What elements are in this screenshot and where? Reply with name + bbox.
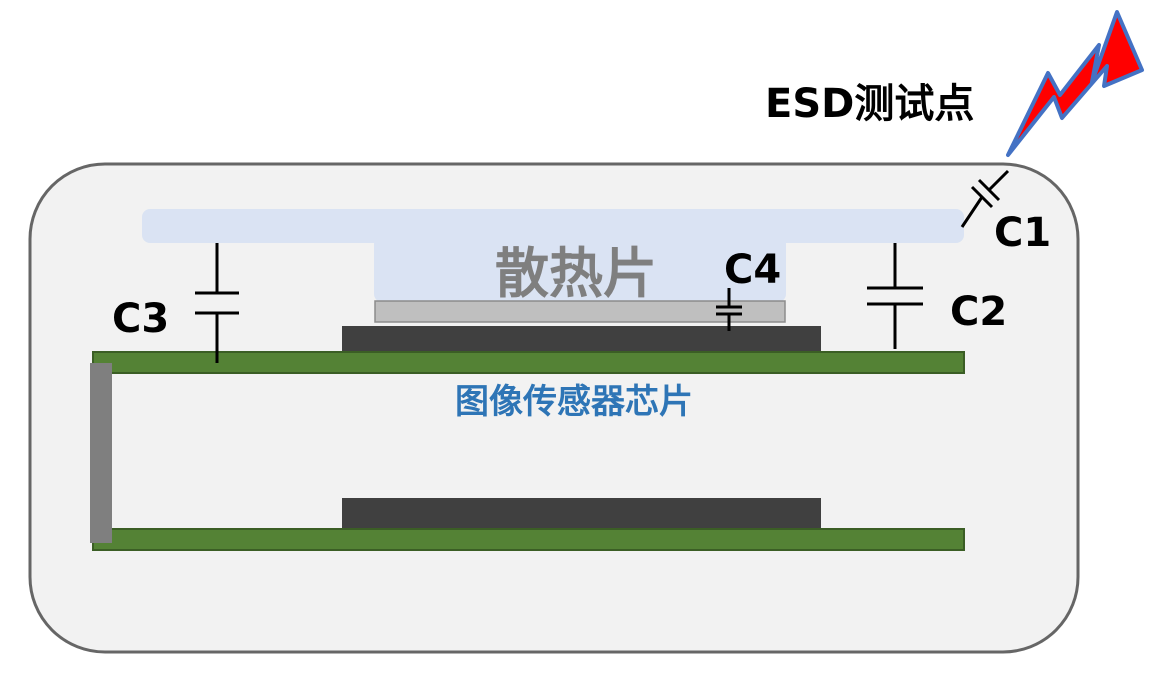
c4-label: C4 <box>724 247 781 293</box>
c1-label: C1 <box>994 210 1051 256</box>
thermal-pad <box>374 300 786 323</box>
image-sensor-chip-block <box>342 326 821 352</box>
heat-sink-boss <box>374 236 786 302</box>
c2-label: C2 <box>950 289 1007 335</box>
image-sensor-chip-label: 图像传感器芯片 <box>455 382 693 422</box>
esd-point-label: ESD测试点 <box>765 81 974 127</box>
capacitor-c2-icon <box>867 243 923 349</box>
capacitor-c3-icon <box>195 243 239 363</box>
heat-sink-label: 散热片 <box>495 242 657 305</box>
side-connector <box>90 363 112 543</box>
lightning-bolt-icon <box>1006 10 1144 157</box>
top-pcb <box>92 351 965 374</box>
bottom-chip-block <box>342 498 821 528</box>
capacitor-c1-icon <box>960 169 1010 228</box>
c3-label: C3 <box>112 296 169 342</box>
capacitor-c4-icon <box>716 288 742 331</box>
bottom-pcb <box>92 528 965 551</box>
heat-sink-plate <box>142 209 964 243</box>
